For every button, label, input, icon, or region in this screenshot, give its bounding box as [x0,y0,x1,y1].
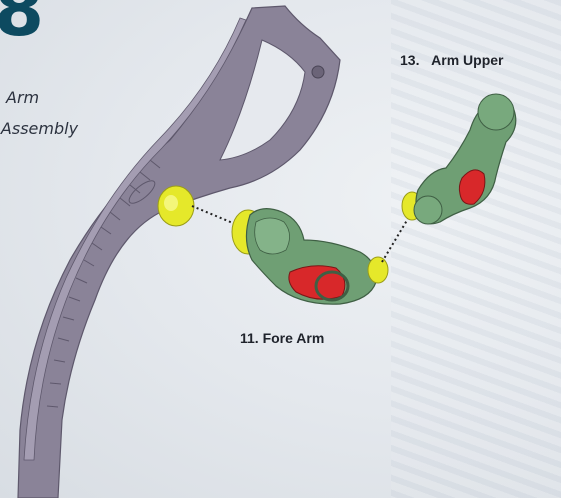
arm-upper-label: 13. Arm Upper [400,52,504,68]
fore-arm-part [232,209,388,305]
fore-arm-label: 11. Fore Arm [240,330,324,346]
arm-upper-name: Arm Upper [431,52,503,68]
guide-line-arm-upper [382,212,412,262]
frame-joint-peg [158,186,194,226]
arm-upper-number: 13. [400,52,419,68]
guide-line-fore-arm [192,206,240,226]
arm-upper-part [402,94,516,224]
